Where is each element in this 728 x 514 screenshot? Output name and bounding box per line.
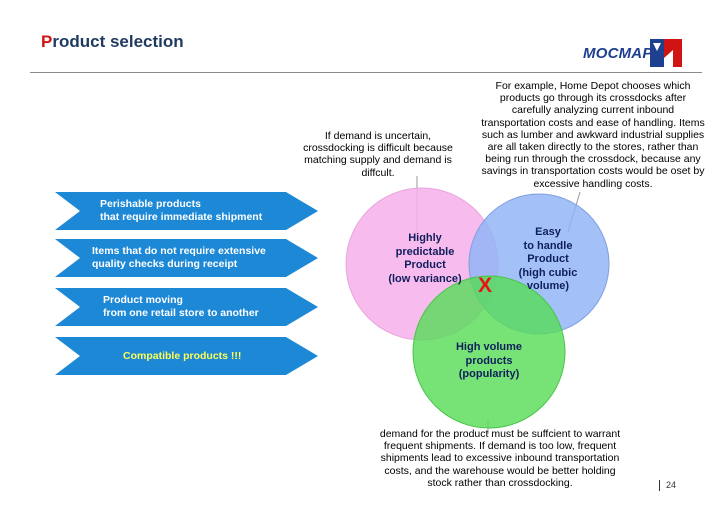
- high-volume-circle-label: High volume products (popularity): [455, 341, 522, 380]
- page-title: Product selection: [41, 32, 184, 52]
- arrow-store-to-store: [55, 288, 318, 326]
- page-number: 24: [659, 480, 676, 491]
- feature-arrows: [55, 192, 318, 375]
- header-divider: [30, 72, 702, 73]
- uncertain-demand-note: If demand is uncertain, crossdocking is …: [303, 130, 453, 179]
- title-rest: roduct selection: [52, 32, 184, 51]
- intersection-x-mark: X: [478, 274, 493, 297]
- company-logo: МОСМАРТ: [583, 38, 703, 68]
- home-depot-note: For example, Home Depot chooses which pr…: [481, 80, 705, 190]
- volume-demand-note: demand for the product must be suffcient…: [379, 428, 621, 489]
- logo-mark-icon: [650, 39, 682, 67]
- logo-text: МОСМАРТ: [583, 45, 662, 62]
- easy-handle-circle-label: Easy to handle Product (high cubic volum…: [518, 226, 578, 292]
- arrow-label-store-to-store: Product moving from one retail store to …: [103, 294, 259, 319]
- arrow-label-compatible: Compatible products !!!: [123, 350, 242, 362]
- arrow-quality-checks: [55, 239, 318, 277]
- high-volume-circle: [412, 275, 566, 429]
- arrow-perishable: [55, 192, 318, 230]
- arrow-compatible: [55, 337, 318, 375]
- arrow-label-perishable: Perishable products that require immedia…: [100, 198, 263, 223]
- arrow-label-quality-checks: Items that do not require extensive qual…: [92, 245, 266, 270]
- title-first-letter: P: [41, 32, 53, 51]
- predictable-circle-label: Highly predictable Product (low variance…: [388, 232, 462, 285]
